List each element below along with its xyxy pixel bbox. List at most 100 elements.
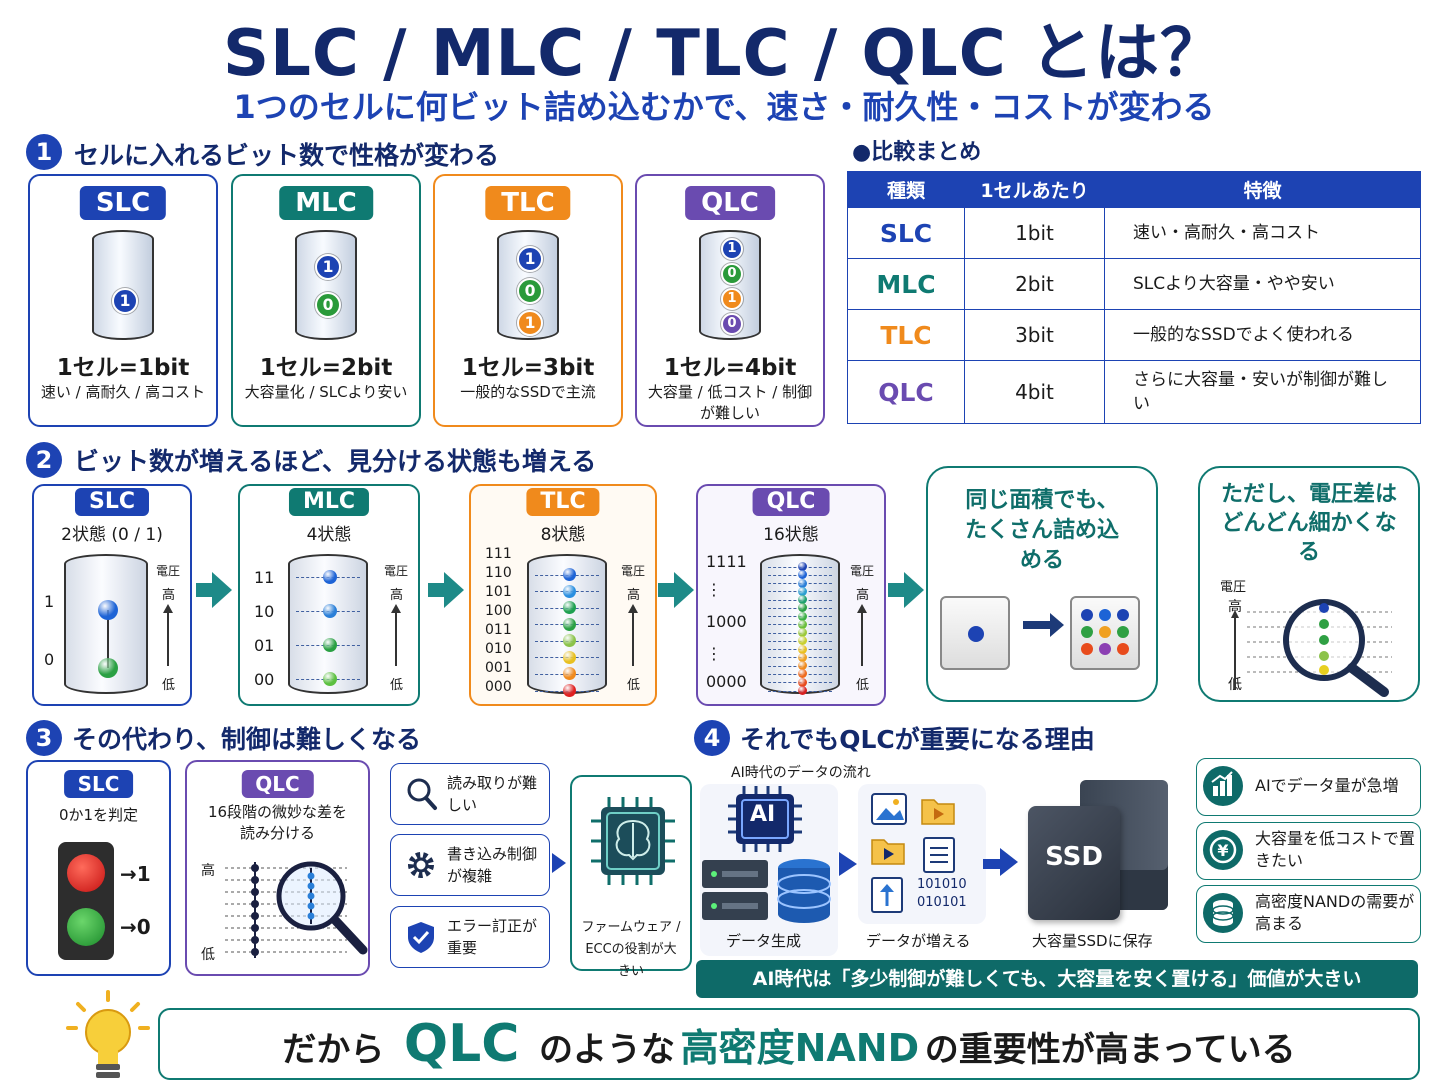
reason-text: 高密度NANDの需要が高まる (1255, 892, 1415, 933)
comparison-heading: ●比較まとめ (852, 140, 982, 165)
single-dot-cell-icon (940, 596, 1010, 670)
state-dot (562, 684, 576, 697)
state-label: 101 (485, 584, 512, 600)
conclusion-pre: だから (282, 1030, 385, 1070)
arrow-to-firmware (552, 853, 566, 873)
col-header-feature: 特徴 (1104, 171, 1421, 208)
reason-box: ¥大容量を低コストで置きたい (1196, 822, 1421, 880)
state-dot (562, 617, 576, 631)
section1-heading: セルに入れるビット数で性格が変わる (74, 141, 500, 170)
voltage-axis-arrow (395, 612, 397, 666)
state-dot (797, 636, 807, 646)
col-header-bits: 1セルあたり (964, 171, 1105, 208)
state-dot (797, 628, 807, 638)
multi-dot-cell-icon (1070, 596, 1140, 670)
cell-bits: 2bit (964, 258, 1105, 310)
qlc-read-magnifier-svg (225, 861, 368, 958)
cell-description: 大容量 / 低コスト / 制御が難しい (647, 383, 813, 422)
arrow-flow-1 (839, 852, 857, 876)
shield-check-icon (403, 919, 439, 955)
qlc-badge: QLC (241, 770, 314, 798)
section3-heading: その代わり、制御は難しくなる (72, 725, 422, 754)
step-store-ssd: 大容量SSDに保存 (1032, 932, 1153, 950)
cell-feature: 速い・高耐久・高コスト (1104, 207, 1421, 259)
ssd-label: SSD (1045, 842, 1103, 872)
voltage-axis-low: 低 (390, 678, 404, 693)
ai-chip-icon (728, 786, 802, 852)
cell-badge: MLC (279, 186, 373, 220)
bar-chart-icon (1203, 766, 1243, 806)
flow-arrow-head (444, 572, 464, 608)
state-label: 1 (44, 592, 55, 611)
state-label: 01 (254, 636, 275, 655)
state-count: 8状態 (540, 525, 586, 545)
state-badge: QLC (752, 488, 830, 516)
issue-box: エラー訂正が重要 (390, 906, 550, 968)
conclusion-nand: 高密度NAND (680, 1026, 920, 1070)
state-badge: TLC (526, 488, 600, 516)
state-dot (562, 584, 576, 598)
page-title: SLC / MLC / TLC / QLC とは？ (223, 17, 1225, 91)
state-badge: SLC (74, 488, 150, 516)
voltage-axis-arrow (167, 612, 169, 666)
conclusion-mid: のような (539, 1030, 675, 1070)
slc-judge-card: SLC 0か1を判定 →1 →0 (26, 760, 171, 976)
qlc-read-text: 16段階の微妙な差を読み分ける (207, 803, 348, 842)
cell-description: 大容量化 / SLCより安い (244, 383, 408, 401)
voltage-axis-arrowhead (391, 604, 401, 613)
state-dot (797, 677, 807, 687)
yen-coin-icon: ¥ (1203, 830, 1243, 870)
cell-bits: 4bit (964, 360, 1105, 424)
arrow-right-icon (1023, 621, 1053, 629)
state-cylinder (527, 554, 607, 697)
firmware-card: ファームウェア / ECCの役割が大きい (570, 775, 692, 979)
binary-text: 101010 010101 (917, 877, 967, 910)
issue-text: 書き込み制御が複雑 (447, 845, 538, 885)
col-header-type: 種類 (847, 171, 965, 208)
conclusion-post: の重要性が高まっている (924, 1030, 1296, 1070)
bit-dot: 0 (517, 278, 543, 304)
bubble-same-area: 同じ面積でも、たくさん詰め込める (926, 466, 1158, 702)
bit-dot: 1 (517, 310, 543, 336)
voltage-axis-label: 電圧 (156, 564, 181, 578)
voltage-axis-high: 高 (627, 588, 641, 603)
section4-heading: それでもQLCが重要になる理由 (740, 725, 1095, 754)
cell-bits: 3bit (964, 309, 1105, 361)
state-dot (562, 568, 576, 581)
cell-type: SLC (847, 207, 965, 259)
state-cylinder (288, 554, 368, 694)
conclusion-qlc: QLC (403, 1014, 520, 1074)
state-label: 110 (485, 565, 512, 581)
flow-title: AI時代のデータの流れ (731, 765, 871, 781)
state-label: 11 (254, 568, 275, 587)
output-zero-label: →0 (120, 915, 151, 939)
state-label: 100 (485, 603, 512, 619)
section2-number: 2 (26, 442, 62, 478)
step-data-increase: データが増える (866, 932, 971, 950)
ssd-drive-icon (1028, 806, 1120, 920)
state-cylinder (760, 554, 840, 695)
state-dot (797, 570, 807, 580)
issue-box: 書き込み制御が複雑 (390, 834, 550, 896)
state-label: 010 (485, 641, 512, 657)
state-count: 4状態 (306, 525, 352, 545)
state-dot (797, 644, 807, 654)
state-dot (797, 686, 807, 695)
state-label: 000 (485, 679, 512, 695)
flow-arrow (428, 583, 446, 597)
magnifier-voltage-svg (1231, 599, 1392, 697)
state-label: 00 (254, 670, 275, 689)
bubble-voltage-gap: ただし、電圧差はどんどん細かくなる 電圧 高 低 (1198, 466, 1420, 702)
flow-arrow (658, 583, 676, 597)
state-dot (323, 638, 337, 652)
voltage-axis-high: 高 (856, 588, 870, 603)
files-icons (871, 793, 955, 913)
firmware-text: ファームウェア / ECCの役割が大きい (581, 920, 681, 979)
voltage-axis-arrow (861, 612, 863, 666)
